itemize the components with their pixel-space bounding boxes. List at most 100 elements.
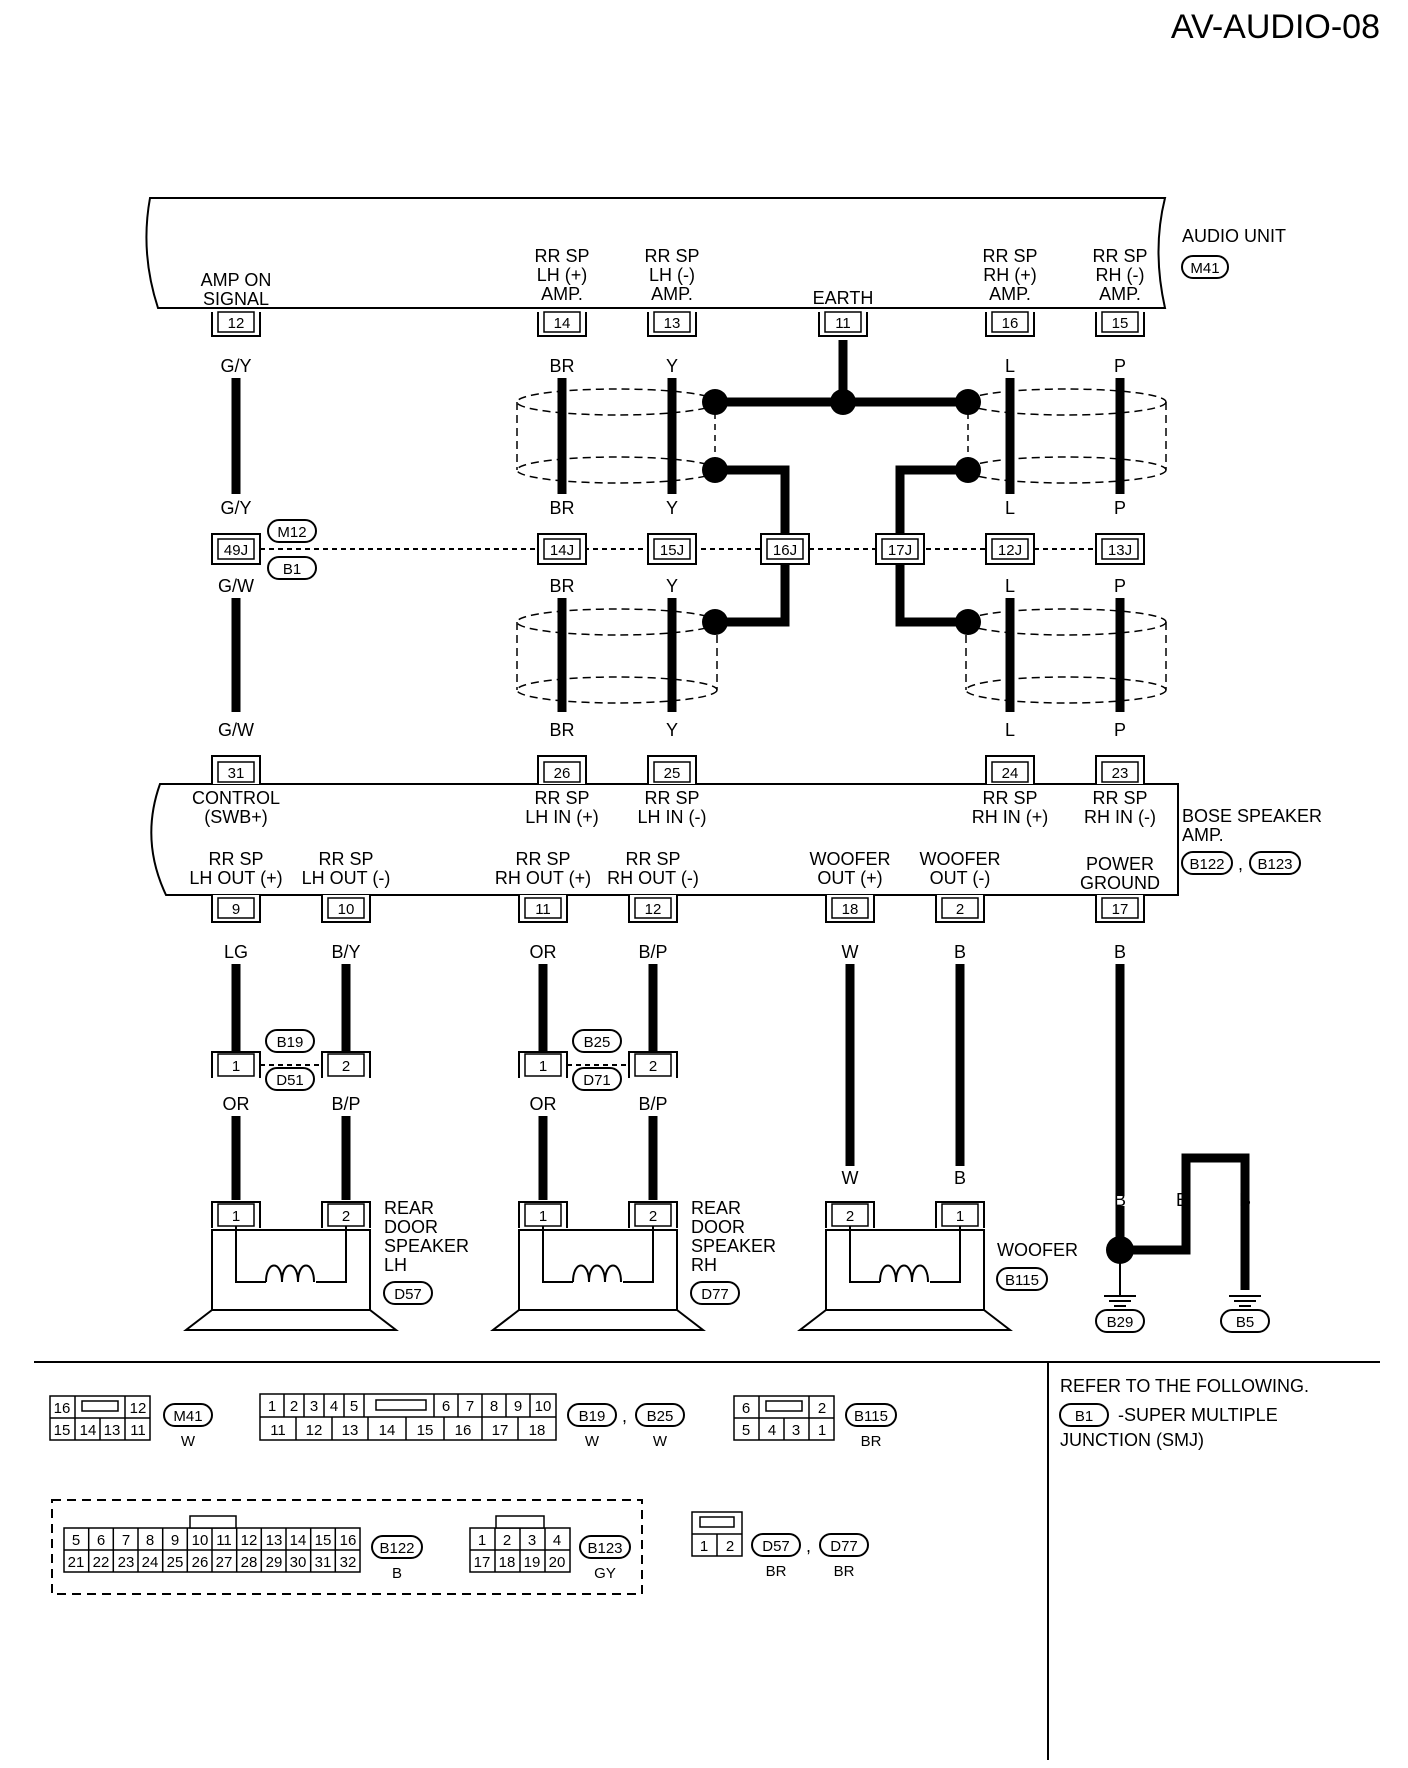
door-joint-rh-bottom: D71 [583,1072,611,1089]
b122-pin: 5 [72,1532,80,1549]
junction-oval-m12 [267,519,317,543]
refer-note-text-1: -SUPER MULTIPLE [1118,1405,1278,1425]
door-joint-lh-top: B19 [277,1034,304,1051]
b19-pin-14: 14 [379,1422,396,1439]
speaker-lh-name-3: SPEAKER [384,1236,469,1256]
m41-pin-12: 12 [130,1400,147,1417]
bose-amp-name-2: AMP. [1182,825,1224,845]
b122-pin: 12 [241,1532,258,1549]
upper-shield-lh [516,388,718,484]
bose-amp-connector-b123: B123 [1257,856,1292,873]
audio-pin-12-num: 12 [228,315,245,332]
splice-dot [702,457,728,483]
bose-amp-oval-b123 [1249,851,1301,875]
b122-pin: 26 [192,1554,209,1571]
b123-pin: 19 [524,1554,541,1571]
b115-pin-2: 2 [818,1400,826,1417]
b122-pin: 30 [290,1554,307,1571]
wire-color-gw-2: G/W [218,720,254,740]
door-joint-rh-pin-2: 2 [628,1051,678,1078]
b122-pin: 29 [266,1554,283,1571]
connector-face-m41 [49,1395,151,1441]
audio-pin-15-num: 15 [1112,315,1129,332]
b115-pin-6: 6 [742,1400,750,1417]
audio-pin-16: 16 [985,311,1035,337]
b115-pin-3: 3 [792,1422,800,1439]
audio-term-14-label-3: AMP. [541,284,583,304]
amp-out-2-label-2: OUT (-) [930,868,991,888]
b19-pin-5: 5 [350,1398,358,1415]
amp-out-10-label-2: LH OUT (-) [302,868,391,888]
d57-view-color: BR [766,1563,787,1580]
audio-term-11-label: EARTH [813,288,874,308]
amp-out-pin-12: 12 [628,895,678,923]
svg-text:1: 1 [539,1058,547,1075]
d77-view-color: BR [834,1563,855,1580]
speaker-rh-name-3: SPEAKER [691,1236,776,1256]
b25-view-color: W [653,1433,668,1450]
b122-pin: 32 [340,1554,357,1571]
door-joint-lh-oval-top [265,1029,315,1053]
svg-text:1: 1 [232,1058,240,1075]
b122-pin: 25 [167,1554,184,1571]
audio-pin-15: 15 [1095,311,1145,337]
speaker-lh-name-1: REAR [384,1198,434,1218]
wire-color-br-2: BR [549,498,574,518]
audio-term-12-label-2: SIGNAL [203,289,269,309]
m41-pin-15: 15 [54,1422,71,1439]
amp-out-pin-9: 9 [211,895,261,923]
audio-unit-box [145,197,1167,309]
b25-view-code: B25 [647,1408,674,1425]
upper-shield-rh [965,388,1167,484]
b122-view-oval [371,1535,423,1559]
b19-pin-3: 3 [310,1398,318,1415]
b122-pin: 14 [290,1532,307,1549]
wire-color-gy-top: G/Y [220,356,251,376]
svg-text:2: 2 [956,901,964,918]
wire-color-l-4: L [1005,720,1015,740]
wire-color-or-lh: OR [223,1094,250,1114]
b123-pin: 3 [528,1532,536,1549]
wire-color-b-2: B [954,1168,966,1188]
b122-pin: 8 [146,1532,154,1549]
svg-text:13J: 13J [1108,542,1132,559]
audio-term-14-label-2: LH (+) [537,265,588,285]
amp-out-12-label-1: RR SP [625,849,680,869]
b123-view-color: GY [594,1565,616,1582]
wire-color-b-ground: B [1114,942,1126,962]
splice-dot [955,457,981,483]
door-joint-lh-pin-2: 2 [321,1051,371,1078]
b123-view-code: B123 [587,1540,622,1557]
svg-text:14J: 14J [550,542,574,559]
junction-pin-17j: 17J [875,533,925,565]
b115-pin-5: 5 [742,1422,750,1439]
b122-pin: 9 [171,1532,179,1549]
wire-color-y-3: Y [666,576,678,596]
amp-out-10-label-1: RR SP [318,849,373,869]
amp-in-pin-31: 31 [211,755,261,784]
refer-note-heading: REFER TO THE FOLLOWING. [1060,1376,1309,1396]
b19-view-color: W [585,1433,600,1450]
connector-face-b19-b25 [259,1393,557,1441]
amp-out-17-label-2: GROUND [1080,873,1160,893]
svg-text:17: 17 [1112,901,1129,918]
amp-in-24-label-2: RH IN (+) [972,807,1049,827]
wire-color-gy-mid: G/Y [220,498,251,518]
door-joint-lh-pin-1: 1 [211,1051,261,1078]
amp-out-11-label-1: RR SP [515,849,570,869]
wire-color-p-1: P [1114,356,1126,376]
b19-b25-comma: , [622,1406,627,1426]
junction-pin-49j: 49J [211,533,261,565]
wire-color-y-1: Y [666,356,678,376]
amp-out-pin-10: 10 [321,895,371,923]
b19-pin-7: 7 [466,1398,474,1415]
junction-pin-12j: 12J [985,533,1035,565]
svg-text:17J: 17J [888,542,912,559]
woofer-name: WOOFER [997,1240,1078,1260]
wire-color-y-4: Y [666,720,678,740]
audio-pin-13-num: 13 [664,315,681,332]
b123-pin-numbers: 1 2 3 4 17 18 19 20 [474,1532,566,1571]
output-wires [231,964,1250,1290]
b19-pin-13: 13 [342,1422,359,1439]
d77-view-code: D77 [830,1538,858,1555]
